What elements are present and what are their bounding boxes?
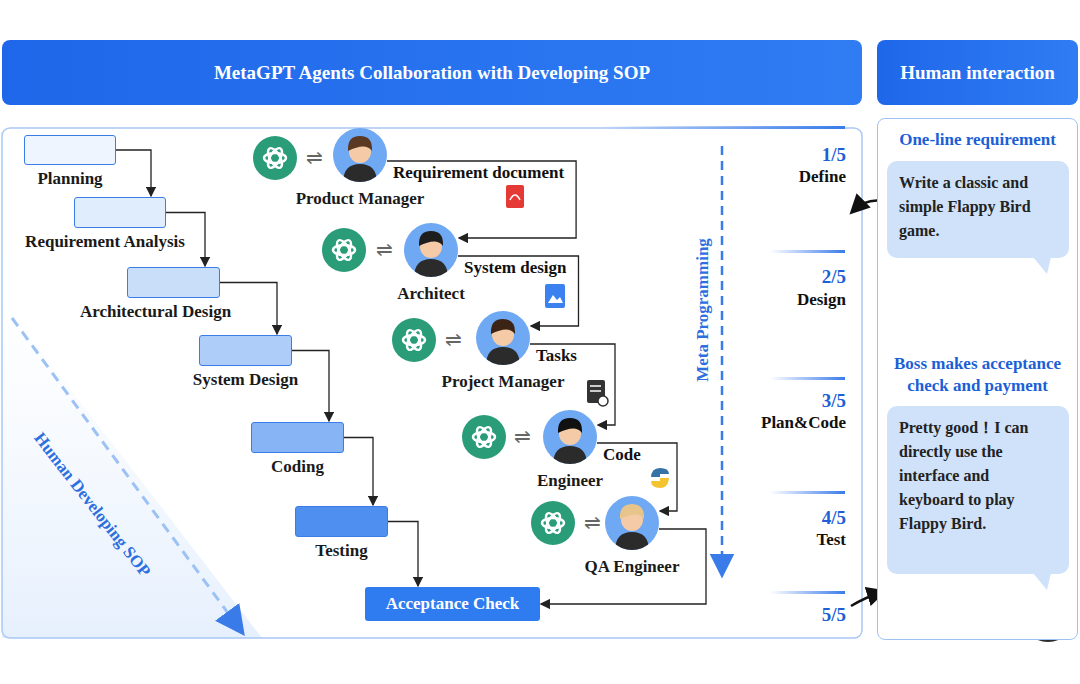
exchange-symbol: ⇌ xyxy=(306,145,323,169)
exchange-symbol: ⇌ xyxy=(584,510,601,534)
exchange-symbol: ⇌ xyxy=(445,327,462,351)
node-text: Write a classic and simple Flappy Bird g… xyxy=(899,171,1057,243)
flow-connector xyxy=(116,150,151,196)
artifact-label: System design xyxy=(464,258,566,278)
node-text: Pretty good！I can directly use the inter… xyxy=(899,416,1057,536)
phase-box: Testing xyxy=(295,506,388,537)
phase-label: 1/5 xyxy=(822,144,846,166)
node-label: Architect xyxy=(397,284,465,304)
node-label: Project Manager xyxy=(442,372,565,392)
interaction-panel: One-line requirementBoss makes acceptanc… xyxy=(877,118,1078,640)
agent-avatar: Project Manager xyxy=(476,311,530,365)
node-text: Acceptance Check xyxy=(386,594,520,614)
panel-heading: Boss makes acceptance check and payment xyxy=(882,353,1073,397)
phase-label: 4/5 xyxy=(822,507,846,529)
phase-label: 3/5 xyxy=(822,390,846,412)
phase-label: 2/5 xyxy=(822,266,846,288)
agent-avatar: Product Manager xyxy=(333,128,387,182)
title-bar: MetaGPT Agents Collaboration with Develo… xyxy=(2,40,862,105)
artifact-label: Code xyxy=(603,445,641,465)
agent-avatar: Engineer xyxy=(543,410,597,464)
artifact-label: Requirement document xyxy=(393,163,564,183)
speech-bubble: Pretty good！I can directly use the inter… xyxy=(887,406,1069,574)
exchange-symbol: ⇌ xyxy=(376,237,393,261)
acceptance-box: Acceptance Check xyxy=(365,587,540,621)
main-panel xyxy=(2,126,862,638)
panel-heading: One-line requirement xyxy=(882,129,1073,151)
flow-connector xyxy=(344,438,373,506)
flow-arrows xyxy=(12,146,883,624)
phase-label: 5/5 xyxy=(822,604,846,626)
phase-label: Plan&Code xyxy=(761,413,846,433)
phase-box: Requirement Analysis xyxy=(74,197,166,228)
phase-label: Define xyxy=(799,167,846,187)
agent-avatar: QA Engineer xyxy=(605,496,659,550)
phase-label: Test xyxy=(816,530,846,550)
exchange-symbol: ⇌ xyxy=(514,424,531,448)
node-label: System Design xyxy=(193,370,298,390)
node-text: MetaGPT Agents Collaboration with Develo… xyxy=(214,62,650,84)
flow-connector xyxy=(541,529,706,604)
node-label: Testing xyxy=(315,541,367,561)
gpt-logos xyxy=(253,136,575,545)
node-label: Architectural Design xyxy=(80,302,231,322)
phase-box: Architectural Design xyxy=(127,267,220,298)
flow-connector xyxy=(597,443,677,511)
flow-label: Human Developing SOP xyxy=(29,429,154,581)
node-label: Planning xyxy=(37,169,102,189)
node-label: Requirement Analysis xyxy=(25,232,185,252)
flow-label: Meta Programming xyxy=(693,238,713,382)
agent-avatar: Architect xyxy=(404,223,458,277)
node-label: QA Engineer xyxy=(585,557,680,577)
phase-box: Planning xyxy=(24,135,116,165)
phase-box: Coding xyxy=(251,422,344,453)
phase-label: Design xyxy=(797,290,846,310)
flow-connector xyxy=(458,256,578,326)
artifact-label: Tasks xyxy=(536,346,577,366)
phase-box: System Design xyxy=(199,335,292,366)
node-text: Human interaction xyxy=(900,62,1055,84)
flow-connector xyxy=(388,522,418,587)
node-label: Product Manager xyxy=(296,189,425,209)
node-label: Coding xyxy=(271,457,324,477)
title-bar: Human interaction xyxy=(877,40,1078,105)
node-label: Engineer xyxy=(537,471,603,491)
speech-bubble: Write a classic and simple Flappy Bird g… xyxy=(887,161,1069,258)
